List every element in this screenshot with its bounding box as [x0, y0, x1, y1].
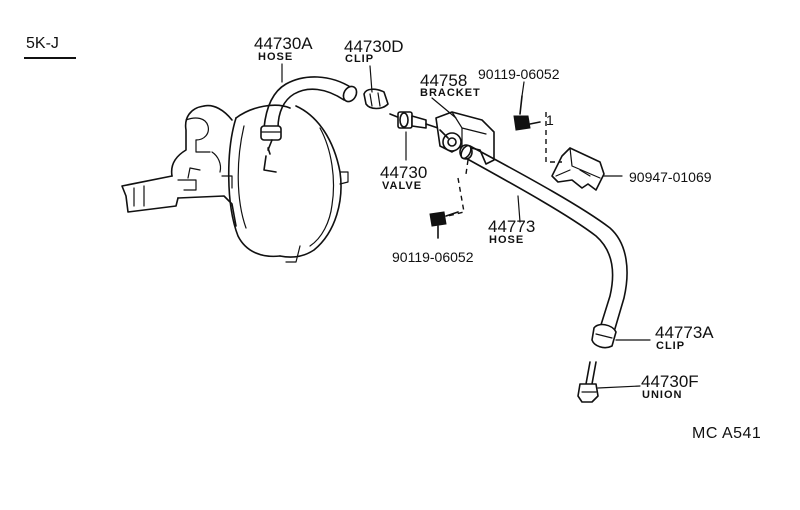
model-code: 5K-J [26, 35, 59, 52]
part-number-44758: 44758 [420, 71, 468, 90]
clamp-90947-drawing [551, 147, 605, 191]
hose-44773-drawing [460, 144, 628, 333]
union-44730f-drawing [577, 361, 599, 403]
part-name-44730d: CLIP [345, 53, 375, 65]
bolt-lower-drawing [429, 211, 459, 239]
leader-44730d [369, 65, 373, 93]
bracket-44758-drawing [435, 111, 495, 165]
leader-44730f [597, 385, 641, 389]
leader-44773 [517, 195, 521, 223]
clip-44773a-drawing [591, 323, 617, 349]
dash-bracket-to-bolt [447, 177, 465, 217]
fastener-number-clamp: 90947-01069 [629, 169, 712, 185]
part-number-44730a: 44730A [254, 34, 313, 53]
dash-bolt-to-clamp [545, 112, 562, 163]
fastener-number-bolt-lower: 90119-06052 [392, 249, 474, 265]
part-number-44773: 44773 [488, 217, 536, 236]
fastener-number-bolt-upper: 90119-06052 [478, 66, 560, 82]
part-name-44730: VALVE [382, 180, 423, 192]
part-name-44758: BRACKET [420, 87, 481, 99]
part-name-44773: HOSE [489, 234, 525, 246]
clip-44730d-drawing [363, 88, 389, 110]
leader-bolt-upper [521, 81, 525, 97]
part-name-44773a: CLIP [656, 340, 686, 352]
hose-44730a-drawing [260, 76, 358, 151]
dash-bracket-down [465, 159, 469, 175]
fastener-qty-bolt-upper: 1 [546, 112, 554, 128]
part-number-44730: 44730 [380, 163, 428, 182]
part-number-44730d: 44730D [344, 37, 404, 56]
brake-booster-drawing [121, 104, 349, 263]
leader-44758 [431, 97, 457, 119]
part-number-44773a: 44773A [655, 323, 714, 342]
part-number-44730f: 44730F [641, 372, 699, 391]
model-code-underline [24, 57, 76, 59]
part-name-44730f: UNION [642, 389, 683, 401]
valve-44730-drawing [389, 111, 439, 129]
reference-code: MC A541 [692, 425, 762, 442]
part-name-44730a: HOSE [258, 51, 294, 63]
bolt-upper-drawing [513, 95, 541, 131]
